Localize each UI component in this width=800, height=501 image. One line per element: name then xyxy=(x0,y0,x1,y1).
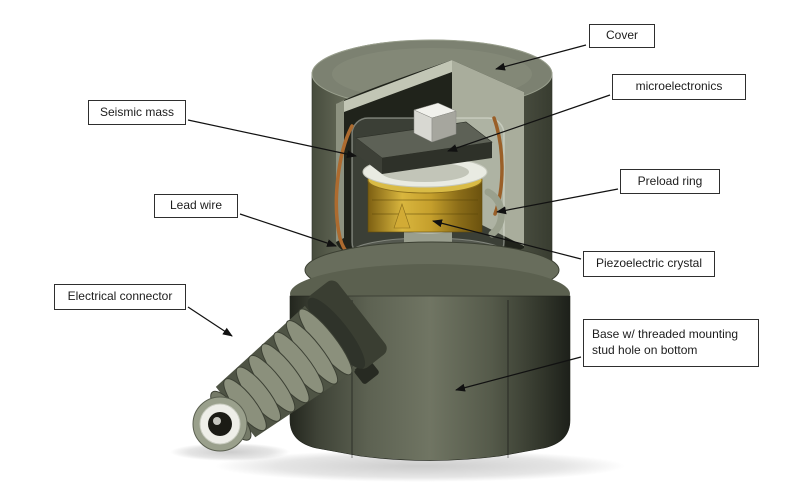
arrow-piezoelectric-crystal xyxy=(432,219,582,260)
connector-shadow xyxy=(170,443,290,461)
label-lead-wire: Lead wire xyxy=(154,194,238,218)
connector-shape xyxy=(192,280,387,452)
arrow-lead-wire xyxy=(239,213,337,247)
label-seismic-mass: Seismic mass xyxy=(88,100,186,125)
arrow-seismic-mass xyxy=(187,119,357,159)
label-base: Base w/ threaded mounting stud hole on b… xyxy=(583,319,759,367)
label-piezoelectric-crystal: Piezoelectric crystal xyxy=(583,251,715,277)
arrow-preload-ring xyxy=(496,188,619,215)
arrow-base xyxy=(455,356,582,392)
label-cover: Cover xyxy=(589,24,655,48)
arrow-cover xyxy=(495,44,587,71)
label-electrical-connector: Electrical connector xyxy=(54,284,186,310)
arrow-microelectronics xyxy=(447,94,611,152)
arrow-electrical-connector xyxy=(187,306,233,337)
label-microelectronics: microelectronics xyxy=(612,74,746,100)
ground-shadow xyxy=(215,450,625,482)
label-preload-ring: Preload ring xyxy=(620,169,720,194)
